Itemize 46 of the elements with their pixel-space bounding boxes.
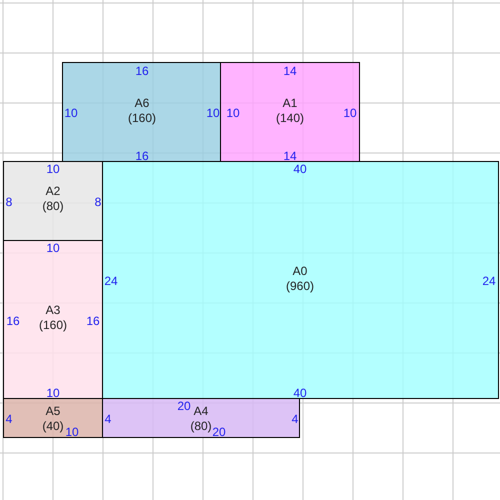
area-name: A1 (282, 96, 298, 111)
dimension-label: 40 (293, 386, 307, 400)
area-name: A4 (194, 404, 208, 419)
area-name: A0 (292, 264, 308, 279)
area-value: (160) (39, 318, 67, 333)
area-name: A2 (46, 184, 60, 199)
dimension-label: 10 (46, 162, 60, 176)
dimension-label: 8 (94, 195, 102, 209)
dimension-label: 14 (283, 64, 297, 78)
dimension-label: 40 (293, 162, 307, 176)
dimension-label: 16 (135, 149, 149, 163)
area-name: A6 (134, 96, 150, 111)
dimension-label: 10 (206, 106, 220, 120)
dimension-label: 10 (64, 106, 78, 120)
dimension-label: 24 (482, 274, 496, 288)
area-value: (80) (42, 199, 64, 214)
dimension-label: 4 (292, 412, 298, 426)
area-rectangle (3, 161, 103, 241)
dimension-label: 20 (177, 399, 191, 413)
dimension-label: 8 (6, 195, 12, 209)
area-value: (80) (190, 419, 212, 434)
area-value: (140) (276, 111, 304, 126)
area-rectangle (62, 62, 221, 162)
dimension-label: 24 (104, 274, 118, 288)
area-rectangle (3, 240, 103, 399)
area-rectangle (102, 161, 499, 399)
area-value: (40) (42, 419, 64, 434)
area-value: (160) (128, 111, 156, 126)
dimension-label: 16 (86, 314, 100, 328)
area-name: A3 (46, 303, 60, 318)
dimension-label: 10 (46, 386, 60, 400)
dimension-label: 10 (226, 106, 240, 120)
dimension-label: 14 (283, 149, 297, 163)
area-value: (960) (286, 279, 314, 294)
dimension-label: 10 (343, 106, 357, 120)
dimension-label: 16 (135, 64, 149, 78)
area-rectangle (3, 398, 103, 438)
area-rectangle (220, 62, 360, 162)
dimension-label: 4 (104, 412, 112, 426)
area-name: A5 (46, 404, 60, 419)
area-rectangle (102, 398, 300, 438)
dimension-label: 10 (65, 425, 79, 439)
dimension-label: 16 (6, 314, 20, 328)
dimension-label: 10 (46, 241, 60, 255)
dimension-label: 20 (212, 425, 226, 439)
dimension-label: 4 (6, 412, 12, 426)
